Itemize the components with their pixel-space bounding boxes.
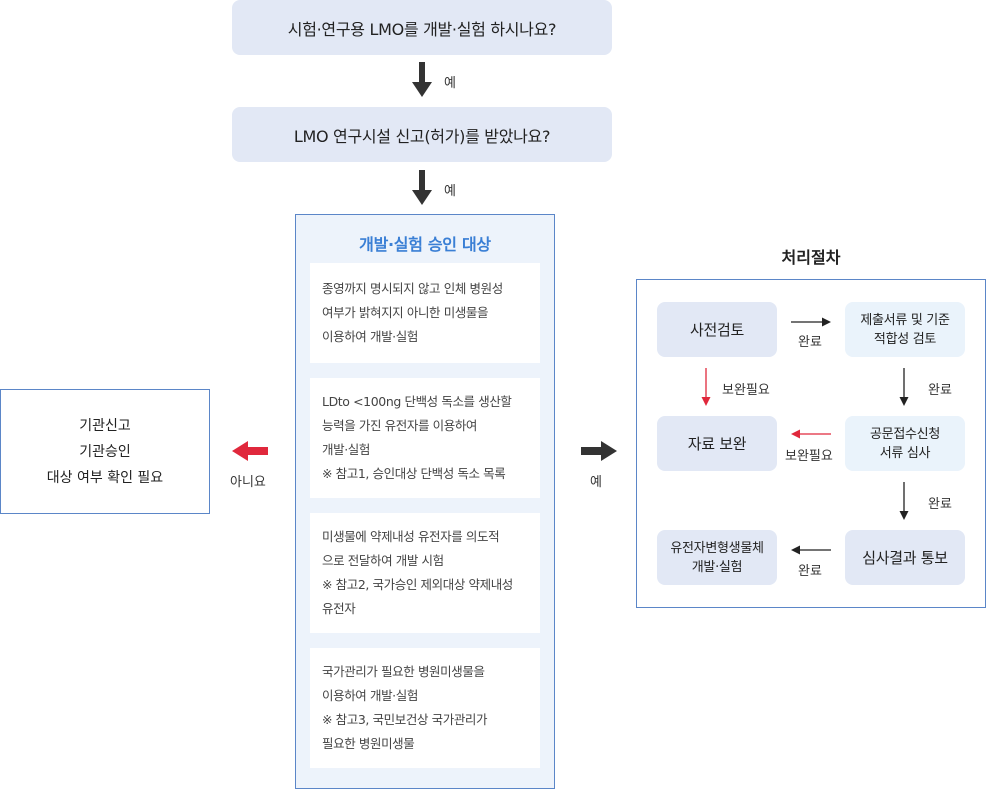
approval-item-line: 국가관리가 필요한 병원미생물을 (322, 664, 485, 679)
approval-item-note: 필요한 병원미생물 (322, 736, 415, 751)
complete-label: 완료 (798, 335, 822, 350)
approval-item-note: 유전자 (322, 601, 356, 616)
step-develop-line: 개발·실험 (691, 559, 743, 575)
approval-item-line: 종영까지 명시되지 않고 인체 병원성 (322, 281, 503, 296)
approval-item-line: 미생물에 약제내성 유전자를 의도적 (322, 529, 500, 544)
approval-item: 미생물에 약제내성 유전자를 의도적 으로 전달하여 개발 시험 ※ 참고2, … (310, 513, 540, 633)
approval-target-title: 개발·실험 승인 대상 (359, 235, 491, 254)
yes-label: 예 (590, 475, 602, 490)
question-facility-report: LMO 연구시설 신고(허가)를 받았나요? (232, 107, 612, 162)
approval-item: 국가관리가 필요한 병원미생물을 이용하여 개발·실험 ※ 참고3, 국민보건상… (310, 648, 540, 768)
approval-item-note: ※ 참고2, 국가승인 제외대상 약제내성 (322, 577, 513, 592)
down-arrow-icon (412, 170, 432, 205)
step-document-check-line: 제출서류 및 기준 (860, 312, 950, 328)
approval-item-line: 능력을 가진 유전자를 이용하여 (322, 418, 478, 433)
down-arrow-icon (701, 368, 711, 406)
institution-check-box: 기관신고 기관승인 대상 여부 확인 필요 (0, 389, 210, 514)
step-document-check-line: 적합성 검토 (873, 331, 937, 347)
down-arrow-icon (899, 368, 909, 406)
approval-item-line: 여부가 밝혀지지 아니한 미생물을 (322, 305, 489, 320)
left-arrow-icon (791, 545, 831, 555)
step-pre-review: 사전검토 (657, 302, 777, 357)
step-supplement: 자료 보완 (657, 416, 777, 471)
approval-item-line: 이용하여 개발·실험 (322, 688, 418, 703)
step-document-check: 제출서류 및 기준 적합성 검토 (845, 302, 965, 357)
step-pre-review-label: 사전검토 (689, 321, 744, 339)
complete-label: 완료 (798, 564, 822, 579)
approval-item-line: 개발·실험 (322, 442, 370, 457)
right-arrow-icon (791, 317, 831, 327)
approval-item-note: ※ 참고1, 승인대상 단백성 독소 목록 (322, 466, 506, 481)
supplement-needed-label: 보완필요 (722, 383, 770, 398)
approval-item: LDto <100ng 단백성 독소를 생산할 능력을 가진 유전자를 이용하여… (310, 378, 540, 498)
step-receipt-review-line: 공문접수신청 (870, 426, 940, 442)
step-result-notice: 심사결과 통보 (845, 530, 965, 585)
yes-label: 예 (444, 184, 456, 199)
institution-line: 기관신고 (79, 417, 131, 434)
step-develop-experiment: 유전자변형생물체 개발·실험 (657, 530, 777, 585)
question-lmo-development: 시험·연구용 LMO를 개발·실험 하시나요? (232, 0, 612, 55)
approval-item: 종영까지 명시되지 않고 인체 병원성 여부가 밝혀지지 아니한 미생물을 이용… (310, 263, 540, 363)
supplement-needed-label: 보완필요 (785, 449, 833, 464)
step-receipt-review-line: 서류 심사 (879, 445, 931, 461)
question-facility-report-text: LMO 연구시설 신고(허가)를 받았나요? (293, 126, 551, 146)
approval-item-line: 으로 전달하여 개발 시험 (322, 553, 444, 568)
left-arrow-icon (791, 429, 831, 439)
approval-item-line: 이용하여 개발·실험 (322, 329, 418, 344)
question-lmo-development-text: 시험·연구용 LMO를 개발·실험 하시나요? (287, 19, 557, 39)
complete-label: 완료 (928, 383, 952, 398)
step-supplement-label: 자료 보완 (687, 435, 747, 453)
right-arrow-icon (581, 441, 617, 461)
step-receipt-review: 공문접수신청 서류 심사 (845, 416, 965, 471)
complete-label: 완료 (928, 497, 952, 512)
approval-item-line: LDto <100ng 단백성 독소를 생산할 (322, 394, 512, 409)
process-title: 처리절차 (781, 248, 841, 267)
left-arrow-icon (232, 441, 268, 461)
approval-target-box: 개발·실험 승인 대상 종영까지 명시되지 않고 인체 병원성 여부가 밝혀지지… (295, 214, 555, 789)
yes-label: 예 (444, 76, 456, 91)
approval-item-note: ※ 참고3, 국민보건상 국가관리가 (322, 712, 488, 727)
institution-line: 기관승인 (79, 443, 131, 460)
step-result-label: 심사결과 통보 (862, 549, 948, 567)
down-arrow-icon (412, 62, 432, 97)
step-develop-line: 유전자변형생물체 (670, 540, 764, 556)
down-arrow-icon (899, 482, 909, 520)
institution-line: 대상 여부 확인 필요 (46, 469, 164, 486)
no-label: 아니요 (230, 475, 266, 490)
